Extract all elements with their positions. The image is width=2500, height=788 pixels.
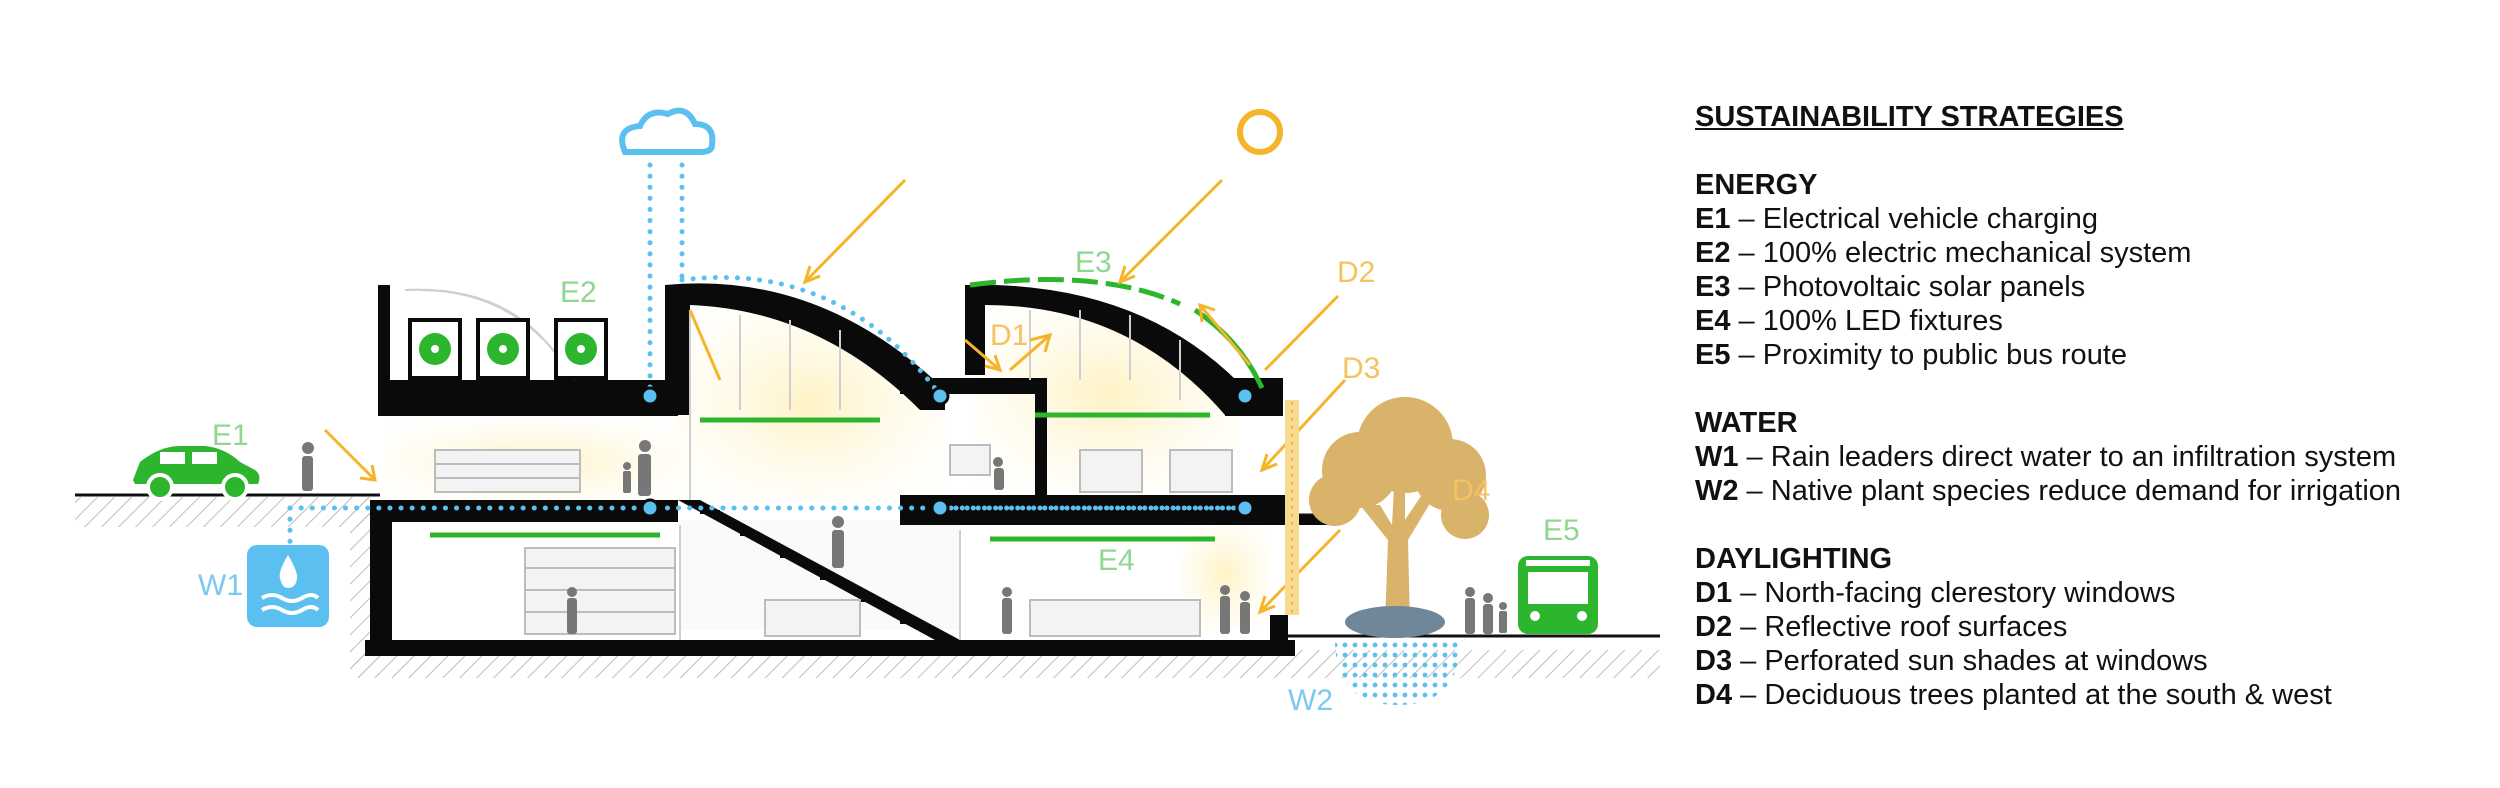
- cloud-icon: [619, 107, 716, 155]
- infiltration-area: [1335, 640, 1460, 705]
- sun-icon: [1237, 109, 1283, 155]
- legend-item-separator: –: [1732, 577, 1765, 609]
- tree-icon: [1309, 397, 1489, 638]
- label-d2: D2: [1337, 256, 1375, 289]
- legend-item-text: Rain leaders direct water to an infiltra…: [1770, 441, 2397, 473]
- sunlight-arrows: [323, 178, 1347, 615]
- legend-item-separator: –: [1730, 237, 1763, 269]
- label-d1: D1: [990, 319, 1028, 352]
- rain-leader-lines: [287, 162, 1248, 548]
- legend-item: W2 – Native plant species reduce demand …: [1695, 474, 2485, 508]
- legend-item-code: D4: [1695, 679, 1733, 711]
- label-w2: W2: [1288, 684, 1333, 717]
- legend-item-separator: –: [1730, 305, 1763, 337]
- legend-item-text: Photovoltaic solar panels: [1762, 271, 2086, 303]
- legend-item-separator: –: [1732, 645, 1765, 677]
- legend-item-text: Reflective roof surfaces: [1764, 611, 2068, 643]
- legend-item-code: E3: [1695, 271, 1731, 303]
- label-e2: E2: [560, 276, 597, 309]
- legend-item: D1 – North-facing clerestory windows: [1695, 576, 2485, 610]
- legend-item: W1 – Rain leaders direct water to an inf…: [1695, 440, 2485, 474]
- legend-item: E5 – Proximity to public bus route: [1695, 338, 2485, 372]
- building-section-diagram: E1 E2 E3 E4 E5 W1 W2 D1 D2 D3 D4: [75, 107, 1660, 717]
- label-e4: E4: [1098, 544, 1135, 577]
- legend-item-separator: –: [1730, 203, 1763, 235]
- legend-item-separator: –: [1730, 271, 1763, 303]
- legend-item-code: D1: [1695, 577, 1733, 609]
- rain-nodes: [640, 386, 1255, 518]
- legend-item-code: E4: [1695, 305, 1731, 337]
- sun-shade: [1285, 400, 1299, 615]
- legend-item-code: D3: [1695, 645, 1733, 677]
- label-e3: E3: [1075, 246, 1112, 279]
- legend-item-code: E1: [1695, 203, 1731, 235]
- legend-item: E1 – Electrical vehicle charging: [1695, 202, 2485, 236]
- legend-item-text: Perforated sun shades at windows: [1764, 645, 2208, 677]
- legend-section-heading: ENERGY: [1695, 169, 1818, 201]
- solar-panels-a: [969, 277, 1182, 307]
- label-d3: D3: [1342, 352, 1380, 385]
- furniture: [434, 444, 1233, 637]
- label-e1: E1: [212, 419, 249, 452]
- legend-item-separator: –: [1738, 441, 1771, 473]
- legend-item-code: E2: [1695, 237, 1731, 269]
- legend-item: D4 – Deciduous trees planted at the sout…: [1695, 678, 2485, 712]
- legend-item-text: Native plant species reduce demand for i…: [1770, 475, 2402, 507]
- legend-title: SUSTAINABILITY STRATEGIES: [1695, 101, 2124, 133]
- legend-section-heading: WATER: [1695, 407, 1798, 439]
- label-w1: W1: [198, 569, 243, 602]
- legend-item-text: 100% LED fixtures: [1762, 305, 2003, 337]
- legend-item-code: W2: [1695, 475, 1739, 507]
- legend-item-text: Deciduous trees planted at the south & w…: [1764, 679, 2332, 711]
- stair-steps: [700, 510, 920, 624]
- label-d4: D4: [1452, 474, 1490, 507]
- led-fixtures: [430, 412, 1215, 542]
- legend-item-text: 100% electric mechanical system: [1762, 237, 2192, 269]
- interior-lines: [404, 288, 1181, 640]
- legend-item-separator: –: [1732, 611, 1765, 643]
- legend-item: E4 – 100% LED fixtures: [1695, 304, 2485, 338]
- label-e5: E5: [1543, 514, 1580, 547]
- legend-item-separator: –: [1738, 475, 1771, 507]
- legend-item-code: D2: [1695, 611, 1733, 643]
- car-icon: [133, 446, 260, 501]
- legend-item: D2 – Reflective roof surfaces: [1695, 610, 2485, 644]
- legend-item-separator: –: [1732, 679, 1765, 711]
- bus-icon: [1518, 556, 1598, 634]
- legend-item-code: W1: [1695, 441, 1739, 473]
- legend-item-separator: –: [1730, 339, 1763, 371]
- legend-item: E3 – Photovoltaic solar panels: [1695, 270, 2485, 304]
- legend-item: D3 – Perforated sun shades at windows: [1695, 644, 2485, 678]
- water-icon: [247, 545, 329, 627]
- legend-item-code: E5: [1695, 339, 1731, 371]
- legend-section-heading: DAYLIGHTING: [1695, 543, 1893, 575]
- people: [302, 440, 1507, 634]
- legend-item-text: Proximity to public bus route: [1762, 339, 2128, 371]
- legend-item-text: Electrical vehicle charging: [1762, 203, 2099, 235]
- legend-item: E2 – 100% electric mechanical system: [1695, 236, 2485, 270]
- legend-item-text: North-facing clerestory windows: [1764, 577, 2176, 609]
- mechanical-units: [408, 318, 608, 380]
